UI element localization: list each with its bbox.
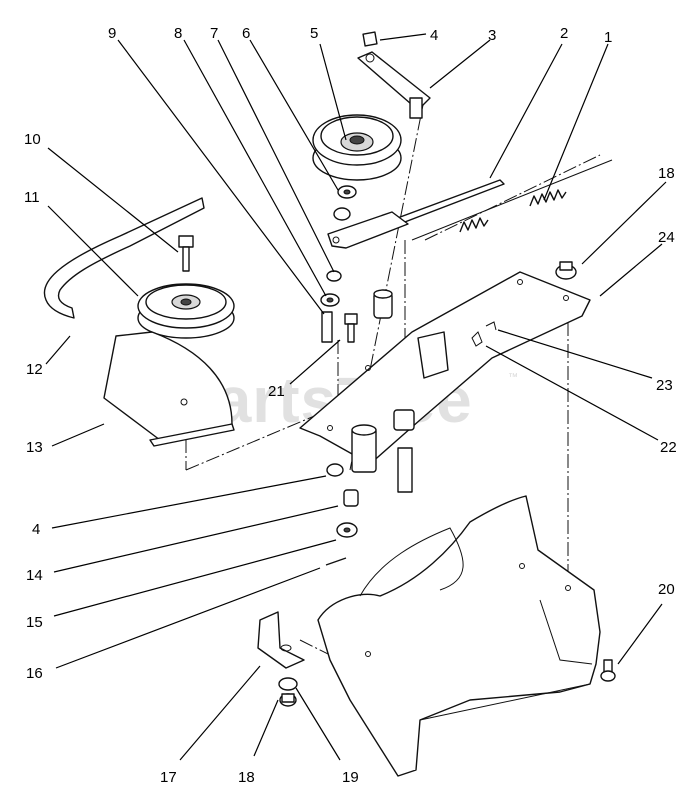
callout-4-top: 4: [430, 27, 438, 44]
belt[interactable]: [43, 197, 205, 319]
retainer-pin[interactable]: [485, 321, 497, 331]
mount-bolt[interactable]: [344, 313, 358, 343]
callout-3: 3: [488, 27, 496, 44]
leader-lines: [45, 33, 667, 761]
flange-nut-top[interactable]: [555, 261, 577, 280]
lower-nut[interactable]: [326, 463, 344, 477]
idler-shield-plate[interactable]: [103, 331, 235, 447]
callout-13: 13: [26, 439, 43, 456]
callout-1: 1: [604, 29, 612, 46]
spring-clip[interactable]: [471, 331, 483, 347]
callout-4-bottom: 4: [32, 521, 40, 538]
callout-8: 8: [174, 25, 182, 42]
main-pulley[interactable]: [312, 114, 402, 181]
callout-23: 23: [656, 377, 673, 394]
bushing[interactable]: [373, 289, 393, 319]
spacer-washer[interactable]: [337, 185, 357, 199]
top-nut[interactable]: [362, 31, 378, 47]
flange-nut-bottom[interactable]: [279, 693, 297, 707]
callout-18-bottom: 18: [238, 769, 255, 786]
callout-7: 7: [210, 25, 218, 42]
tab-bracket[interactable]: [417, 331, 449, 379]
l-bracket[interactable]: [257, 611, 305, 669]
lower-spacer[interactable]: [343, 489, 359, 507]
lower-housing[interactable]: [317, 495, 601, 777]
cotter-pin[interactable]: [325, 557, 347, 566]
callout-18-top: 18: [658, 165, 675, 182]
flat-washer[interactable]: [320, 293, 340, 307]
callout-19: 19: [342, 769, 359, 786]
callout-9: 9: [108, 25, 116, 42]
shoulder-pin[interactable]: [321, 311, 333, 343]
callout-15: 15: [26, 614, 43, 631]
callout-14: 14: [26, 567, 43, 584]
control-rod[interactable]: [327, 179, 505, 249]
drive-shaft[interactable]: [351, 409, 415, 493]
housing-bolt[interactable]: [600, 659, 616, 682]
tension-spring[interactable]: [411, 159, 613, 241]
callout-10: 10: [24, 131, 41, 148]
idler-bolt[interactable]: [178, 235, 194, 272]
callout-2: 2: [560, 25, 568, 42]
pivot-arm[interactable]: [357, 51, 431, 119]
idler-pulley[interactable]: [137, 283, 235, 339]
watermark-trademark: ™: [508, 372, 518, 383]
callout-5: 5: [310, 25, 318, 42]
callout-11: 11: [24, 189, 40, 206]
bracket-washer[interactable]: [278, 677, 298, 691]
callout-20: 20: [658, 581, 675, 598]
callout-22: 22: [660, 439, 677, 456]
callout-17: 17: [160, 769, 177, 786]
callout-21: 21: [268, 383, 285, 400]
callout-24: 24: [658, 229, 675, 246]
callout-6: 6: [242, 25, 250, 42]
callout-16: 16: [26, 665, 43, 682]
callout-12: 12: [26, 361, 43, 378]
callout-labels: 1 2 3 4 5 6 7 8 9 10 11 12 13 4 14 15 16…: [24, 25, 677, 786]
lower-washer[interactable]: [336, 522, 358, 538]
